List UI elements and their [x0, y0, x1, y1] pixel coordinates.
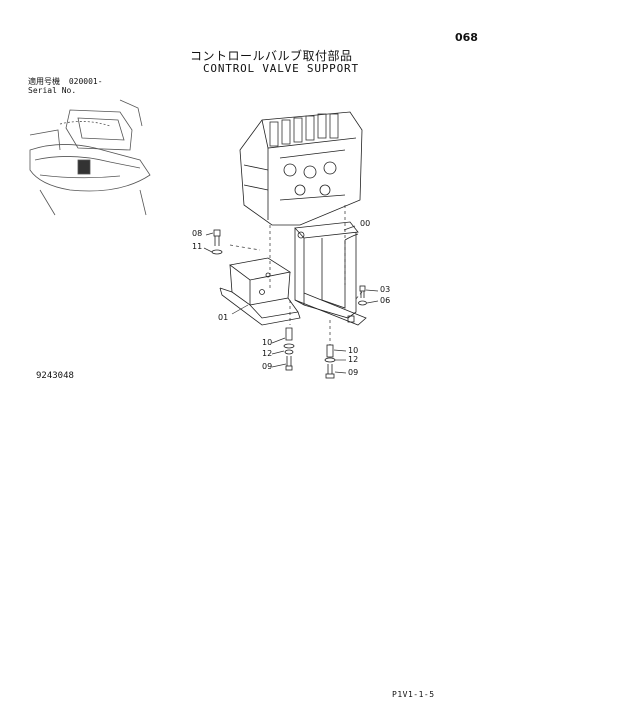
callout-12-right: 12: [348, 355, 359, 364]
callout-03: 03: [380, 285, 391, 294]
callout-12-left: 12: [262, 349, 273, 358]
footer-code: P1V1-1-5: [392, 690, 435, 699]
serial-value: 020001-: [68, 77, 103, 86]
bolt-08-washer-11: [211, 229, 223, 255]
callout-11: 11: [192, 242, 203, 251]
page-number: 068: [455, 31, 478, 44]
callout-00: 00: [360, 219, 371, 228]
machine-location-thumbnail: [29, 99, 151, 216]
callout-09-left: 09: [262, 362, 273, 371]
callout-01: 01: [218, 313, 229, 322]
callout-10-left: 10: [262, 338, 273, 347]
callout-08: 08: [192, 229, 203, 238]
part-00-bracket: [294, 221, 367, 326]
control-valve: [239, 111, 363, 226]
page-title-en: CONTROL VALVE SUPPORT: [203, 62, 359, 75]
bolt-03-washer-06: [358, 285, 367, 306]
serial-block: 適用号機 020001- Serial No.: [28, 77, 103, 95]
serial-label-jp: 適用号機: [28, 77, 60, 86]
callout-09-right: 09: [348, 368, 359, 377]
part-01-mount: [219, 257, 301, 326]
page-title-jp: コントロールバルブ取付部品: [190, 49, 353, 63]
callout-06: 06: [380, 296, 391, 305]
fastener-stack-left: [283, 327, 295, 371]
callout-10-right: 10: [348, 346, 359, 355]
drawing-number: 9243048: [36, 371, 74, 381]
serial-label-en: Serial No.: [28, 86, 77, 95]
fastener-stack-right: [324, 344, 336, 379]
